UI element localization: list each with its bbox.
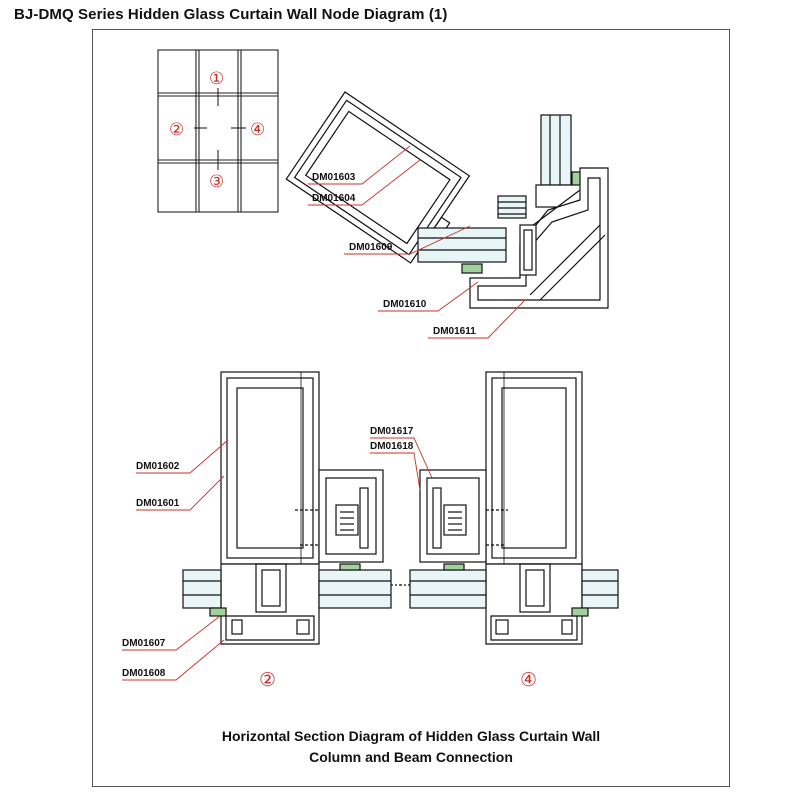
glass-vertical [535, 114, 587, 208]
label-dm01611: DM01611 [433, 326, 476, 337]
section-marker-4: ④ [520, 669, 537, 691]
part-labels: DM01603 DM01604 DM01609 DM01610 DM01611 … [122, 172, 476, 679]
caption-line-1: Horizontal Section Diagram of Hidden Gla… [222, 728, 600, 744]
section-2 [182, 371, 402, 645]
label-dm01607: DM01607 [122, 638, 166, 649]
label-dm01601: DM01601 [136, 498, 180, 509]
marker-2: ② [169, 120, 184, 140]
drawing-frame [92, 29, 730, 787]
section-marker-2: ② [259, 669, 276, 691]
label-dm01602: DM01602 [136, 461, 180, 472]
label-dm01609: DM01609 [349, 242, 393, 253]
page-title: BJ-DMQ Series Hidden Glass Curtain Wall … [14, 6, 448, 23]
label-dm01608: DM01608 [122, 668, 166, 679]
label-dm01603: DM01603 [312, 172, 356, 183]
label-dm01617: DM01617 [370, 426, 414, 437]
corner-node [285, 91, 609, 309]
marker-1: ① [209, 69, 224, 89]
label-dm01604: DM01604 [312, 193, 356, 204]
key-plan-markers: ① ② ③ ④ [169, 69, 265, 192]
key-plan [157, 49, 279, 213]
section-4 [400, 371, 619, 645]
label-dm01610: DM01610 [383, 299, 427, 310]
marker-4: ④ [250, 120, 265, 140]
glass-horizontal [417, 227, 507, 274]
leader-lines [122, 145, 526, 681]
label-dm01618: DM01618 [370, 441, 414, 452]
caption-line-2: Column and Beam Connection [309, 749, 513, 765]
marker-3: ③ [209, 172, 224, 192]
